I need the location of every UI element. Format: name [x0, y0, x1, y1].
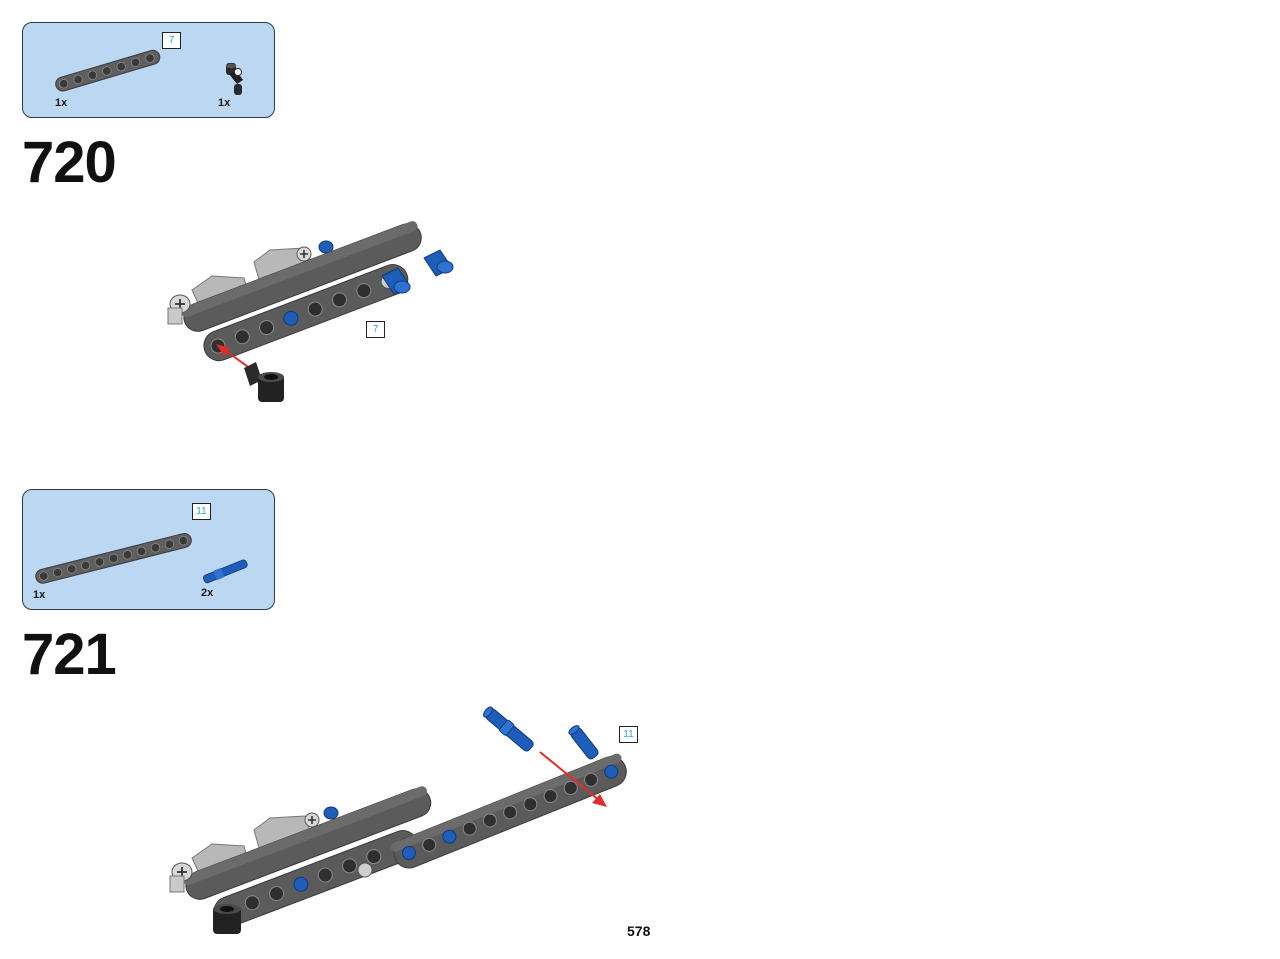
dark-gray-beam-icon	[35, 532, 192, 584]
part-quantity: 1x	[218, 97, 231, 109]
step-number: 720	[22, 130, 117, 195]
part-length-badge: 7	[162, 32, 181, 49]
blue-pin	[323, 806, 339, 820]
step-number: 721	[22, 622, 117, 687]
blue-pin	[318, 240, 334, 254]
callout-length-badge: 7	[366, 321, 385, 338]
blue-axle-pin	[568, 725, 599, 760]
black-angle-connector-icon	[226, 63, 243, 95]
lower-beam-11	[390, 753, 627, 869]
upper-beam	[183, 786, 432, 900]
part-quantity: 1x	[33, 589, 46, 601]
part-quantity: 1x	[55, 97, 68, 109]
part-length-badge: 11	[192, 503, 211, 520]
black-angle-connector	[213, 904, 241, 934]
black-angle-connector	[244, 362, 284, 402]
axle-connector	[296, 246, 312, 262]
dark-gray-beam-icon	[55, 49, 161, 92]
blue-axle-pin-icon	[203, 559, 248, 584]
blue-pin	[423, 249, 454, 277]
axle-connector	[167, 294, 191, 325]
lower-beam-7	[203, 264, 409, 362]
axle-connector	[169, 862, 373, 893]
page-number: 578	[627, 923, 651, 939]
lower-beam-7	[213, 830, 419, 928]
axle-connector	[304, 812, 320, 828]
callout-length-badge: 11	[619, 726, 638, 743]
upper-beam	[181, 221, 422, 332]
blue-pin	[381, 267, 411, 295]
insertion-arrow	[539, 751, 607, 807]
part-quantity: 2x	[201, 587, 214, 599]
blue-axle-pin	[483, 706, 534, 752]
